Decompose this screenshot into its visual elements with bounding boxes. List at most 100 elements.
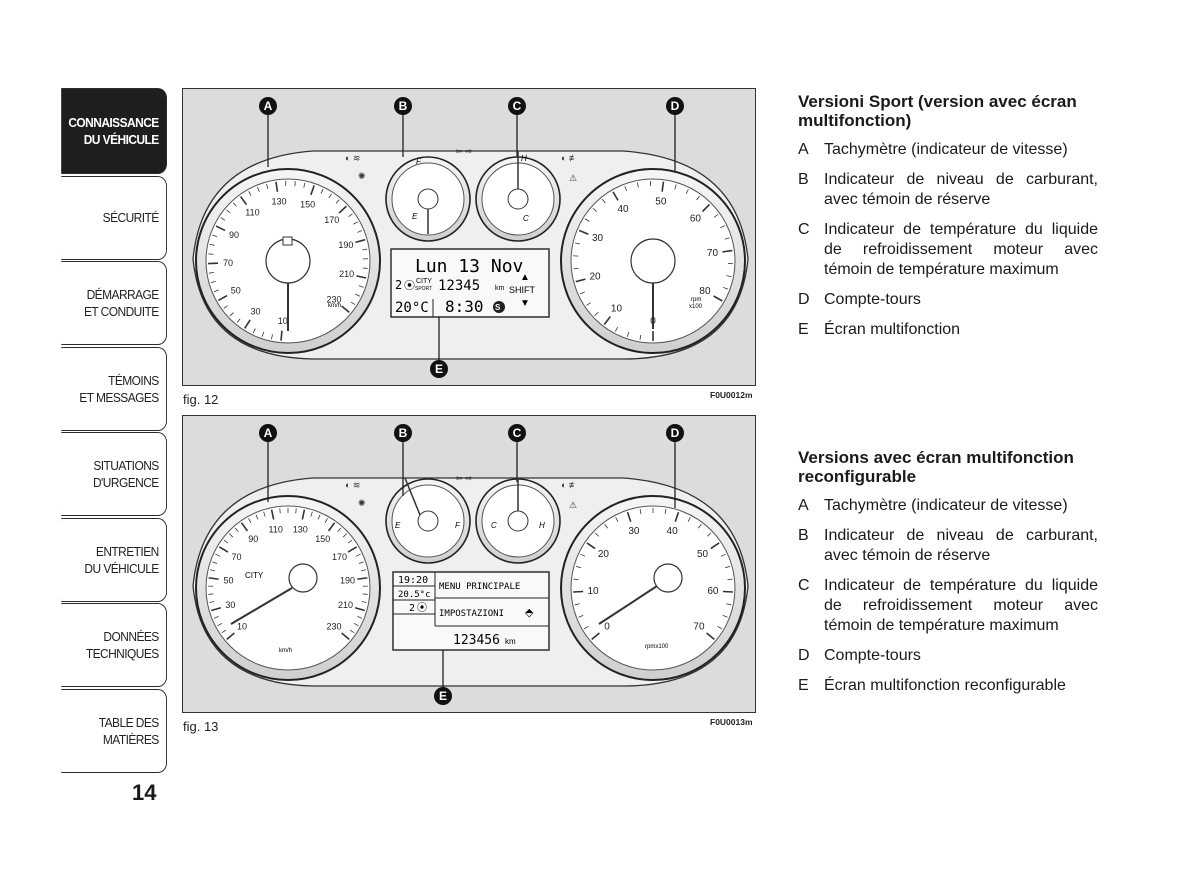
- dial-minor-tick: [324, 518, 328, 523]
- display-gear: 2: [409, 603, 415, 614]
- dial-minor-tick: [723, 287, 729, 290]
- dial-minor-tick: [717, 625, 722, 630]
- turn-signals-icon: ⇦ ⇨: [455, 473, 473, 483]
- dial-minor-tick: [279, 508, 281, 514]
- dial-label: 10: [611, 304, 623, 315]
- dial-minor-tick: [578, 615, 584, 618]
- dial-minor-tick: [358, 561, 364, 564]
- dial-label: 20: [598, 549, 610, 560]
- speedo-mode-city: CITY: [245, 571, 264, 580]
- dial-minor-tick: [295, 508, 297, 514]
- dial-label: 190: [338, 240, 353, 250]
- dial-major-tick: [226, 632, 235, 641]
- tab-table-matieres[interactable]: TABLE DES MATIÈRES: [61, 688, 167, 773]
- dial-label: 30: [628, 526, 640, 537]
- dial-minor-tick: [639, 334, 642, 340]
- dial-major-tick: [211, 606, 222, 612]
- fuel-empty-label: E: [412, 212, 418, 221]
- dial-minor-tick: [674, 184, 677, 190]
- dial-minor-tick: [266, 183, 269, 189]
- temp-hot-label: H: [521, 154, 527, 163]
- dial-label: 40: [667, 526, 679, 537]
- dial-minor-tick: [720, 553, 726, 557]
- dial-minor-tick: [261, 331, 265, 337]
- section-reconfigurable-title: Versions avec écran multifonction reconf…: [798, 448, 1074, 486]
- callout-a: A: [264, 426, 273, 440]
- tab-demarrage[interactable]: DÉMARRAGE ET CONDUITE: [61, 261, 167, 345]
- legend-key: D: [798, 647, 810, 664]
- dial-minor-tick: [664, 508, 667, 515]
- page-number: 14: [132, 780, 157, 805]
- dial-major-tick: [275, 181, 279, 192]
- multifunction-display-e: Lun 13 Nov 2 ⦿ CITY SPORT 12345 km ▲ SHI…: [390, 248, 550, 318]
- dial-minor-tick: [317, 514, 321, 520]
- dial-minor-tick: [320, 188, 324, 194]
- callouts: A B C D E: [259, 97, 684, 378]
- warning-lights: ◐ ≋ ✺ ⇦ ⇨ ◐ ≢ ⚠: [345, 473, 578, 510]
- legend-item: E Écran multifonction: [798, 320, 1098, 340]
- callout-c: C: [513, 426, 522, 440]
- dial-major-tick: [612, 191, 619, 201]
- dial-label: 20: [589, 272, 601, 283]
- dial-label: 10: [237, 622, 247, 632]
- fuel-gauge-b: F E: [385, 156, 471, 242]
- dial-major-tick: [710, 542, 720, 550]
- dial-major-tick: [357, 577, 368, 580]
- dial-label: 70: [232, 552, 242, 562]
- dial-label: 70: [693, 622, 705, 633]
- legend-key: E: [798, 321, 809, 338]
- display-mode-sport: SPORT: [415, 286, 432, 292]
- fuel-full-label: F: [416, 157, 422, 166]
- dial-minor-tick: [209, 243, 215, 246]
- dial-minor-tick: [221, 629, 227, 634]
- dial-minor-tick: [725, 565, 731, 569]
- tab-donnees[interactable]: DONNÉES TECHNIQUES: [61, 603, 167, 687]
- dial-minor-tick: [236, 318, 241, 323]
- fig13-code: F0U0013m: [710, 717, 753, 727]
- shift-up-icon: ▲: [520, 272, 530, 283]
- dial-minor-tick: [358, 285, 364, 288]
- dial-label: 230: [326, 622, 341, 632]
- dial-minor-tick: [594, 311, 599, 316]
- dial-minor-tick: [362, 248, 368, 251]
- dial-label: 30: [592, 233, 604, 244]
- dial-minor-tick: [342, 533, 348, 538]
- dial-minor-tick: [601, 198, 606, 204]
- fuel-full-label: F: [455, 521, 461, 530]
- display-impostazioni: IMPOSTAZIONI: [439, 609, 504, 619]
- fog-lamp-icon: ◐ ≢: [561, 480, 578, 490]
- dial-minor-tick: [347, 539, 353, 544]
- tab-securite[interactable]: SÉCURITÉ: [61, 175, 167, 260]
- dial-minor-tick: [210, 280, 216, 284]
- dial-minor-tick: [213, 289, 219, 293]
- display-menu-principale: MENU PRINCIPALE: [439, 582, 520, 592]
- turn-signals-icon: ⇦ ⇨: [455, 146, 473, 156]
- legend-key: C: [798, 221, 810, 238]
- callout-e: E: [435, 362, 443, 376]
- dial-minor-tick: [574, 603, 580, 606]
- dial-label: 60: [707, 586, 719, 597]
- display-s-badge: S: [495, 303, 501, 312]
- headlight-icon: ⦿: [417, 602, 427, 614]
- tab-situations[interactable]: SITUATIONS D'URGENCE: [61, 432, 167, 516]
- legend-text: Écran multifonction: [824, 321, 961, 338]
- tab-temoins[interactable]: TÉMOINS ET MESSAGES: [61, 346, 167, 431]
- dial-minor-tick: [228, 533, 234, 538]
- display-time: 19:20: [398, 575, 428, 586]
- legend-text: Tachymètre (indicateur de vitesse): [824, 141, 1068, 158]
- legend-text: Compte-tours: [824, 647, 921, 664]
- shift-down-icon: ▼: [520, 298, 530, 309]
- display-temp: 20.5°c: [398, 590, 431, 600]
- tab-connaissance[interactable]: CONNAISSANCE DU VÉHICULE: [61, 88, 167, 174]
- dial-label: 50: [231, 286, 241, 296]
- tab-entretien[interactable]: ENTRETIEN DU VÉHICULE: [61, 517, 167, 602]
- rpm-unit: rpmx100: [645, 644, 669, 650]
- dial-minor-tick: [697, 523, 702, 529]
